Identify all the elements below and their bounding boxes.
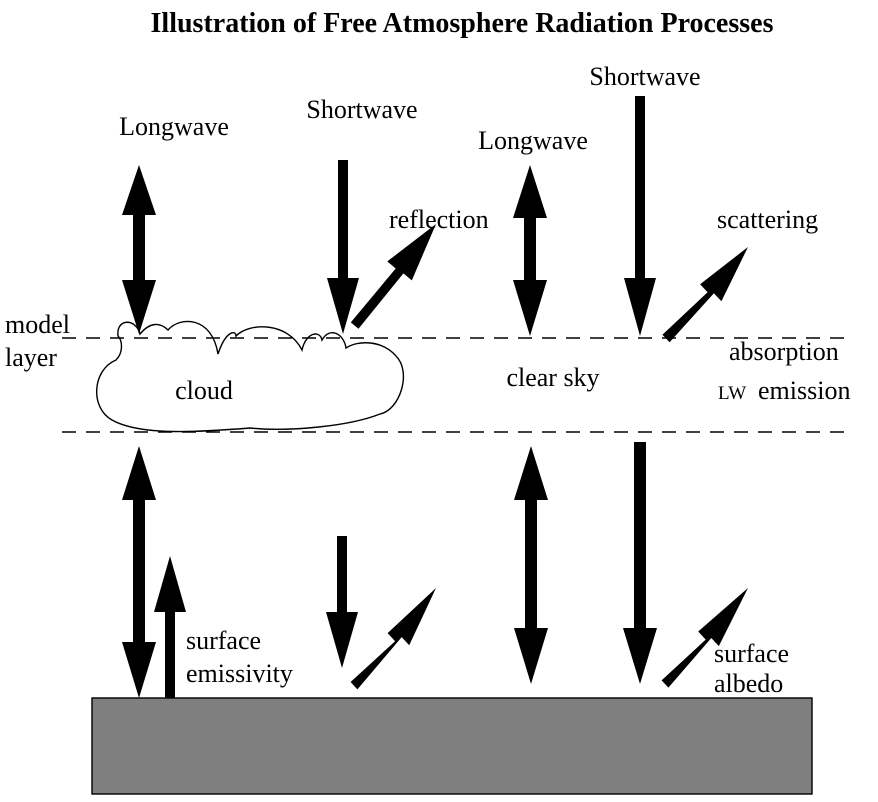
longwave-upper-right-double-arrow [513, 165, 547, 336]
longwave-left-label: Longwave [119, 112, 229, 141]
emission-label: emission [758, 376, 850, 405]
surface-emissivity-line2: emissivity [186, 659, 293, 688]
shortwave-lower-right-down-arrow [623, 442, 657, 684]
reflection-label: reflection [389, 205, 489, 234]
clear-sky-label: clear sky [506, 363, 599, 392]
longwave-lower-left-double-arrow [122, 446, 156, 698]
surface-emissivity-up-arrow [154, 556, 186, 702]
shortwave-lower-left-down-arrow [326, 536, 358, 668]
cloud-shape [96, 320, 405, 433]
layer-label: layer [5, 343, 57, 372]
longwave-lower-right-double-arrow [514, 446, 548, 684]
shortwave-left-label: Shortwave [306, 95, 417, 124]
lw-prefix-label: LW [718, 383, 746, 404]
diagram-title: Illustration of Free Atmosphere Radiatio… [151, 8, 774, 39]
shortwave-upper-right-down-arrow [624, 96, 656, 336]
surface-albedo-arrow [661, 588, 748, 688]
surface-albedo-line1: surface [714, 639, 789, 668]
longwave-right-label: Longwave [478, 126, 588, 155]
surface-albedo-line2: albedo [714, 669, 783, 698]
longwave-upper-left-double-arrow [122, 165, 156, 334]
ground-surface [91, 697, 813, 795]
shortwave-right-label: Shortwave [589, 62, 700, 91]
shortwave-upper-left-down-arrow [327, 160, 359, 334]
cloud-label: cloud [175, 376, 233, 405]
surface-reflection-left-arrow [350, 588, 436, 690]
scattering-label: scattering [717, 205, 818, 234]
surface-emissivity-line1: surface [186, 626, 261, 655]
reflection-arrow [350, 224, 436, 329]
absorption-label: absorption [729, 337, 839, 366]
model-label: model [5, 310, 70, 339]
scattering-arrow [662, 247, 748, 343]
